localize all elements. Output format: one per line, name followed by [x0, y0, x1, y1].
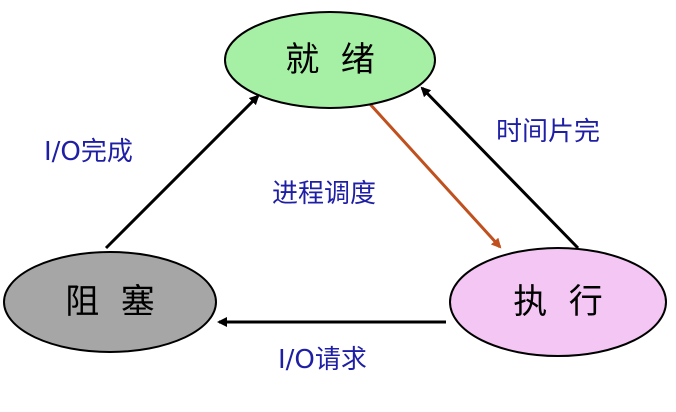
- state-ready: 就 绪: [224, 11, 436, 109]
- state-blocked-label: 阻 塞: [65, 282, 155, 322]
- label-io-complete: I/O完成: [44, 137, 133, 167]
- label-schedule: 进程调度: [272, 179, 376, 209]
- state-blocked: 阻 塞: [3, 251, 217, 353]
- state-ready-label: 就 绪: [285, 40, 375, 80]
- state-running-label: 执 行: [513, 282, 603, 322]
- label-time-slice: 时间片完: [496, 117, 600, 147]
- edge-io-complete: [104, 94, 260, 250]
- state-running: 执 行: [449, 247, 667, 357]
- label-io-request: I/O请求: [278, 345, 367, 375]
- edge-schedule: [367, 101, 502, 249]
- edge-time-slice: [420, 86, 580, 250]
